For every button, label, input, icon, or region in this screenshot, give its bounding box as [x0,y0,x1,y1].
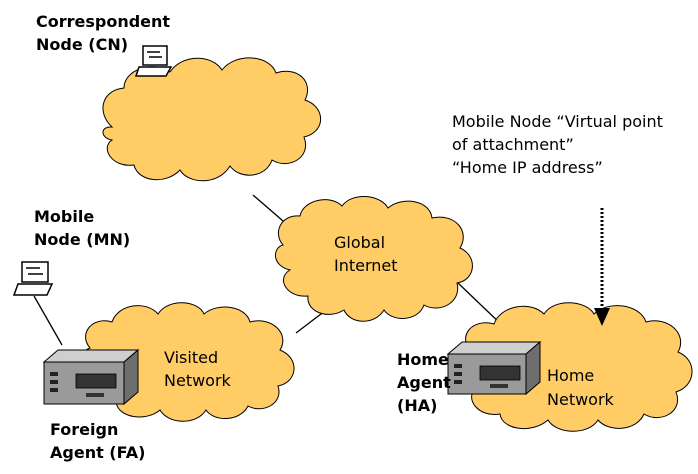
note-line2: of attachment” [452,135,574,154]
ha-label-line2: Agent [397,373,451,392]
cn-laptop-icon [134,45,173,77]
home-label-line2: Network [547,390,614,409]
mn-label-line2: Node (MN) [34,230,131,249]
link-mn-to-fa [33,295,63,346]
internet-cloud [275,196,473,322]
pointer-arrow [594,208,610,326]
ha-router-icon [446,340,542,396]
cn-label-line2: Node (CN) [36,35,129,54]
fa-router-icon [42,348,140,406]
arrow-head [594,308,610,326]
fa-label-line2: Agent (FA) [50,443,146,462]
note-line3: “Home IP address” [452,158,603,177]
cn-label-line1: Correspondent [36,12,171,31]
home-cloud [461,302,693,432]
internet-label-line1: Global [334,233,386,252]
internet-label-line2: Internet [334,256,398,275]
visited-label-line1: Visited [164,348,219,367]
note-line1: Mobile Node “Virtual point [452,112,663,131]
cn-cloud [102,57,321,182]
visited-label-line2: Network [164,371,231,390]
fa-label-line1: Foreign [50,420,119,439]
ha-label-line3: (HA) [397,396,438,415]
mn-label-line1: Mobile [34,207,95,226]
ha-label-line1: Home [397,350,449,369]
home-label-line1: Home [547,366,595,385]
mn-laptop-icon [12,261,54,296]
